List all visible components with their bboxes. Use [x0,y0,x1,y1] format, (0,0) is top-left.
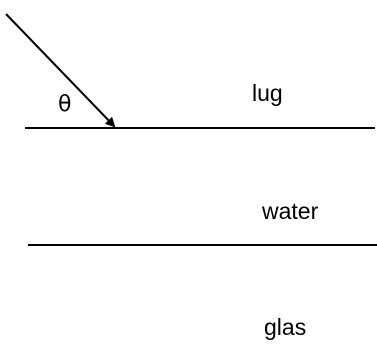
angle-theta-label: θ [58,92,72,117]
medium-label-glass: glas [264,314,307,340]
incident-ray [5,13,116,128]
medium-label-water: water [262,198,319,224]
medium-label-air: lug [252,80,283,106]
